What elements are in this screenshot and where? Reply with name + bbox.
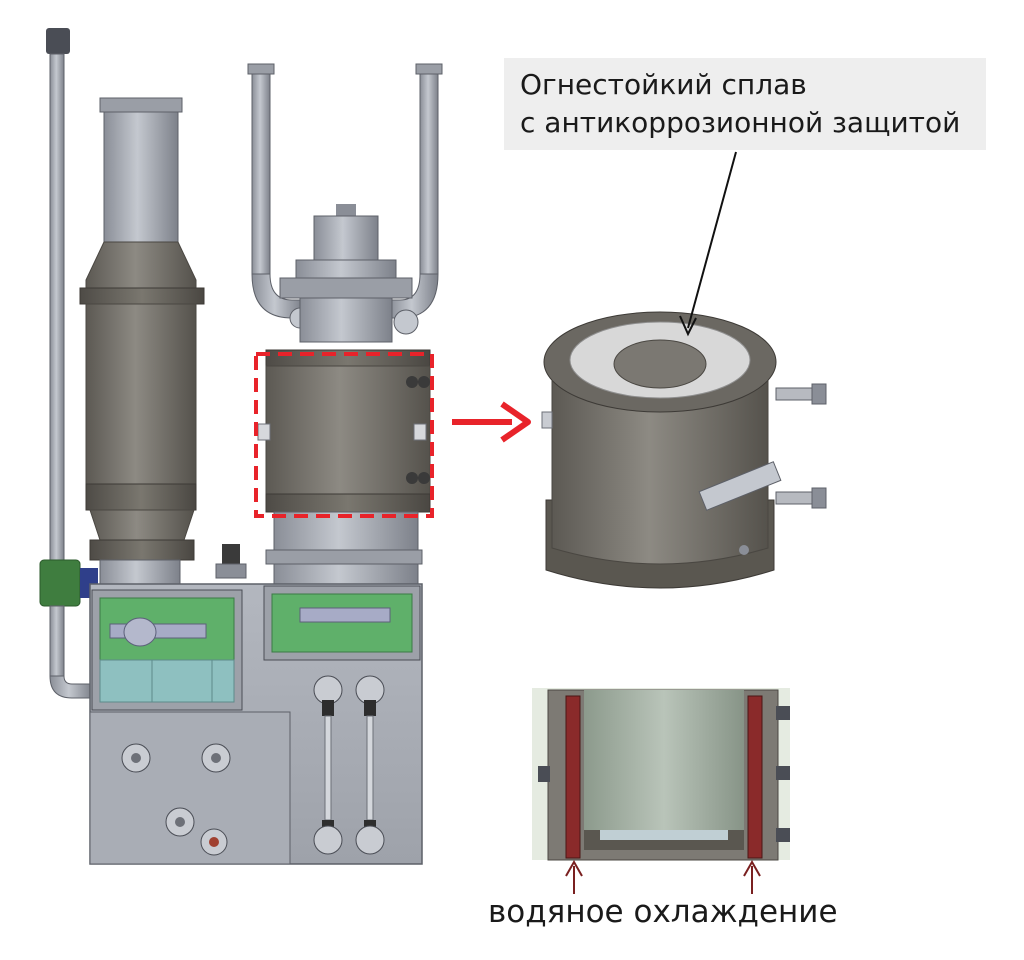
inlet-nozzle-top bbox=[775, 383, 827, 405]
water-cooling-label: водяное охлаждение bbox=[488, 894, 838, 930]
cooling-arrows bbox=[565, 859, 761, 894]
right-viewing-window bbox=[263, 585, 421, 661]
callout-line-1: Огнестойкий сплав bbox=[520, 68, 807, 101]
rotameter-right bbox=[355, 675, 385, 855]
cooling-channel-right bbox=[747, 695, 763, 859]
callout-line-2: с антикоррозионной защитой bbox=[520, 106, 961, 139]
callout-leader bbox=[679, 151, 737, 337]
highlight-box bbox=[254, 352, 434, 518]
cross-section-view bbox=[532, 688, 790, 861]
gauge-valve bbox=[215, 544, 247, 579]
cooling-channel-left bbox=[565, 695, 581, 859]
left-riser-pipe bbox=[39, 28, 98, 699]
callout-box bbox=[504, 58, 986, 150]
left-viewing-window bbox=[91, 589, 243, 711]
cyclone-column bbox=[79, 97, 205, 589]
pointer-arrow bbox=[452, 401, 531, 443]
callout-label: Огнестойкий сплав с антикоррозионной защ… bbox=[520, 66, 990, 142]
base-cabinet bbox=[89, 583, 423, 865]
reactor-column bbox=[247, 63, 443, 587]
inlet-nozzle-bottom bbox=[775, 487, 827, 509]
furnace-machine bbox=[39, 28, 443, 865]
enlarged-furnace bbox=[541, 311, 827, 589]
flange-ports bbox=[121, 743, 231, 856]
side-bracket bbox=[698, 461, 782, 511]
rotameter-left bbox=[313, 675, 343, 855]
